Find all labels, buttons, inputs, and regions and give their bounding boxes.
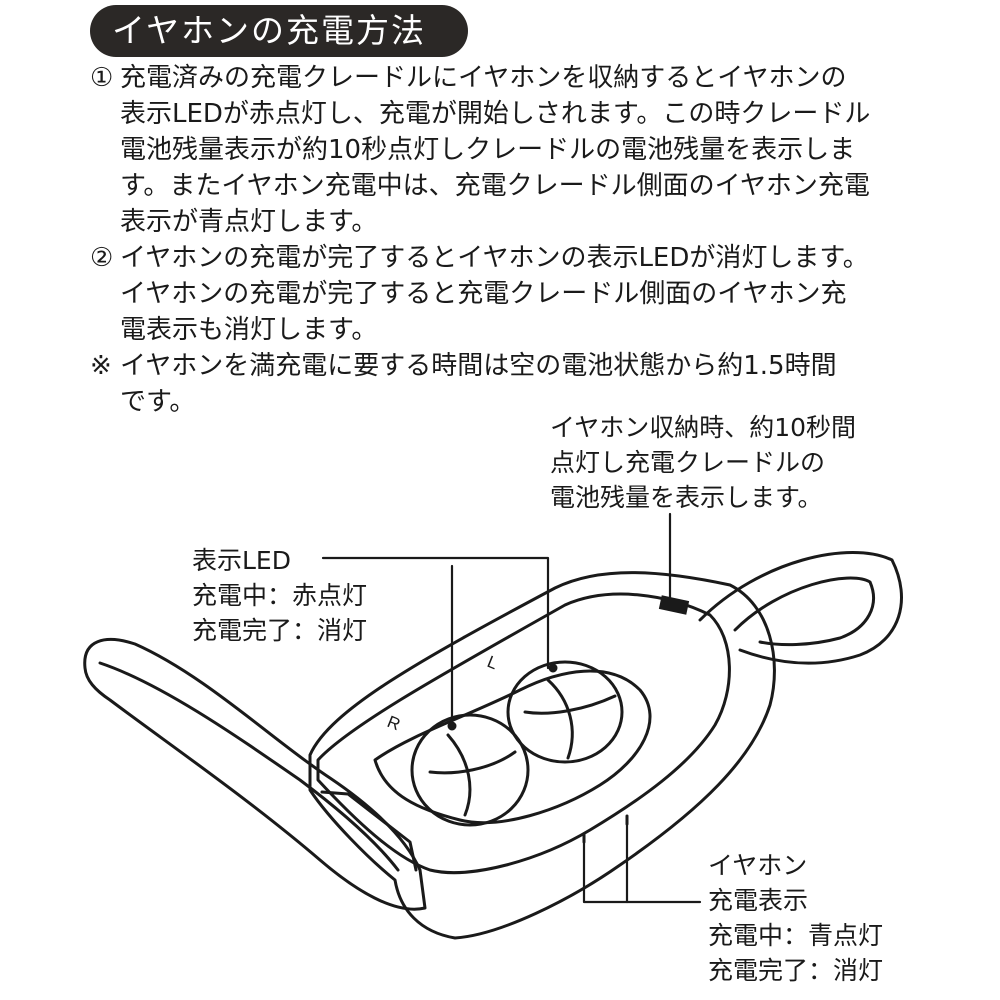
callout-line: 表示LED bbox=[192, 546, 291, 575]
instruction-list: ① 充電済みの充電クレードルにイヤホンを収納するとイヤホンの 表示LEDが赤点灯… bbox=[90, 60, 920, 420]
instruction-item-2: ② イヤホンの充電が完了するとイヤホンの表示LEDが消灯します。 イヤホンの充電… bbox=[90, 240, 920, 348]
led-callout: 表示LED 充電中：赤点灯 充電完了：消灯 bbox=[192, 543, 367, 648]
instruction-marker: ② bbox=[90, 243, 114, 273]
callout-line: 点灯し充電クレードルの bbox=[550, 448, 826, 477]
callout-line: 充電中：青点灯 bbox=[708, 921, 884, 950]
callout-line: 充電完了：消灯 bbox=[192, 616, 368, 645]
right-earbud bbox=[410, 713, 530, 827]
tray-cavity bbox=[373, 669, 652, 825]
strap-inner bbox=[733, 576, 875, 647]
callout-leaders bbox=[321, 512, 702, 904]
callout-line: 充電完了：消灯 bbox=[708, 956, 884, 985]
right-side-label: R bbox=[385, 712, 404, 734]
earbud-tray bbox=[316, 592, 731, 875]
strap-loop bbox=[698, 551, 903, 665]
left-side-label: L bbox=[485, 652, 501, 673]
instruction-line: イヤホンの充電が完了するとイヤホンの表示LEDが消灯します。 bbox=[120, 243, 869, 273]
instruction-line: 電表示も消灯します。 bbox=[120, 315, 378, 345]
instruction-line: 電池残量表示が約10秒点灯しクレードルの電池残量を表示しま bbox=[120, 135, 856, 165]
instruction-note: ※ イヤホンを満充電に要する時間は空の電池状態から約1.5時間 です。 bbox=[90, 348, 920, 420]
battery-indicator-icon bbox=[658, 595, 690, 615]
lid-hinge bbox=[320, 790, 418, 872]
callout-line: 電池残量を表示します。 bbox=[550, 483, 823, 512]
callout-line: 充電中：赤点灯 bbox=[192, 581, 368, 610]
left-earbud bbox=[506, 660, 624, 764]
instruction-line: イヤホンを満充電に要する時間は空の電池状態から約1.5時間 bbox=[120, 351, 837, 381]
lid-inner-rim bbox=[98, 661, 400, 872]
instruction-line: 充電済みの充電クレードルにイヤホンを収納するとイヤホンの bbox=[120, 63, 847, 93]
instruction-marker: ① bbox=[90, 63, 114, 93]
instruction-line: です。 bbox=[120, 387, 196, 417]
left-earbud-seam bbox=[523, 678, 617, 760]
left-earbud-led bbox=[548, 663, 558, 673]
note-marker: ※ bbox=[90, 351, 112, 381]
right-earbud-seam bbox=[428, 733, 517, 817]
case-lid bbox=[83, 637, 427, 911]
battery-callout: イヤホン収納時、約10秒間 点灯し充電クレードルの 電池残量を表示します。 bbox=[550, 410, 856, 515]
instruction-line: 表示LEDが赤点灯し、充電が開始しされます。この時クレードル bbox=[120, 99, 871, 129]
callout-line: イヤホン bbox=[708, 851, 808, 880]
section-title: イヤホンの充電方法 bbox=[90, 5, 468, 57]
instruction-line: す。またイヤホン充電中は、充電クレードル側面のイヤホン充電 bbox=[120, 171, 870, 201]
callout-line: 充電表示 bbox=[708, 886, 809, 915]
instruction-item-1: ① 充電済みの充電クレードルにイヤホンを収納するとイヤホンの 表示LEDが赤点灯… bbox=[90, 60, 920, 240]
instruction-line: イヤホンの充電が完了すると充電クレードル側面のイヤホン充 bbox=[120, 279, 847, 309]
callout-line: イヤホン収納時、約10秒間 bbox=[550, 413, 857, 442]
charge-indicator-callout: イヤホン 充電表示 充電中：青点灯 充電完了：消灯 bbox=[708, 848, 883, 988]
instruction-line: 表示が青点灯します。 bbox=[120, 207, 378, 237]
